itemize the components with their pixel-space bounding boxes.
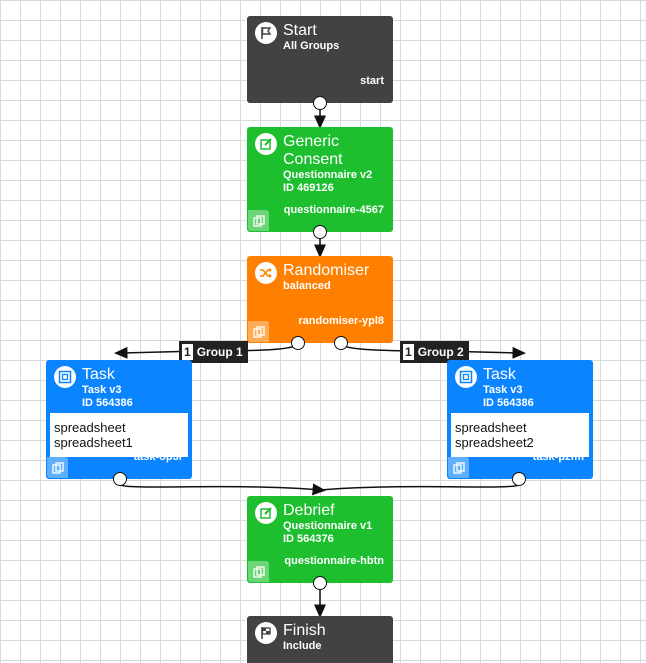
shuffle-icon [255,262,277,284]
node-subtitle: All Groups [283,40,340,52]
randomiser-node[interactable]: Randomiser balanced randomiser-ypl8 [247,256,393,343]
node-title: Debrief [283,502,335,519]
consent-node[interactable]: Generic Consent Questionnaire v2 ID 4691… [247,127,393,232]
copy-icon[interactable] [448,457,469,478]
node-id: ID 564386 [82,397,133,409]
finish-flag-icon [255,622,277,644]
output-port[interactable] [313,576,327,590]
output-port[interactable] [113,472,127,486]
output-port[interactable] [313,225,327,239]
node-id: ID 564376 [283,533,334,545]
branch-label: Group 2 [417,345,464,359]
branch-label: Group 1 [196,345,243,359]
spreadsheet-field: spreadsheet spreadsheet2 [451,413,589,457]
copy-icon[interactable] [248,321,269,342]
branch-badge-group-2: 1 Group 2 [400,341,469,363]
output-port-right[interactable] [334,336,348,350]
node-subtitle: balanced [283,280,331,292]
task-node-2[interactable]: Task Task v3 ID 564386 spreadsheet sprea… [447,360,593,479]
node-subtitle: Questionnaire v2 [283,169,373,181]
start-node[interactable]: Start All Groups start [247,16,393,103]
node-subtitle: Task v3 [82,384,122,396]
output-port[interactable] [512,472,526,486]
edit-icon [255,502,277,524]
node-title: Task [483,366,516,383]
node-title: Start [283,22,317,39]
node-subtitle: Questionnaire v1 [283,520,373,532]
task-icon [54,366,76,388]
output-port[interactable] [313,96,327,110]
edit-icon [255,133,277,155]
node-title: Randomiser [283,262,370,279]
node-key: questionnaire-4567 [283,204,384,216]
link-task2-debrief [319,484,520,491]
spreadsheet-field: spreadsheet spreadsheet1 [50,413,188,457]
node-title: Generic Consent [283,133,343,168]
node-id: ID 469126 [283,182,334,194]
node-id: ID 564386 [483,397,534,409]
task-node-1[interactable]: Task Task v3 ID 564386 spreadsheet sprea… [46,360,192,479]
copy-icon[interactable] [248,210,269,231]
link-task1-debrief [119,483,326,496]
node-title: Finish [283,622,326,639]
node-title: Task [82,366,115,383]
node-key: randomiser-ypl8 [298,315,384,327]
task-icon [455,366,477,388]
node-key: start [360,75,384,87]
copy-icon[interactable] [47,457,68,478]
debrief-node[interactable]: Debrief Questionnaire v1 ID 564376 quest… [247,496,393,583]
output-port-left[interactable] [291,336,305,350]
branch-ratio: 1 [403,344,414,360]
node-key: task-pzfm [532,451,584,463]
finish-node[interactable]: Finish Include [247,616,393,663]
flag-icon [255,22,277,44]
node-key: task-op3r [133,451,183,463]
branch-badge-group-1: 1 Group 1 [179,341,248,363]
node-subtitle: Task v3 [483,384,523,396]
node-key: questionnaire-hbtn [284,555,384,567]
copy-icon[interactable] [248,561,269,582]
node-subtitle: Include [283,640,322,652]
branch-ratio: 1 [182,344,193,360]
